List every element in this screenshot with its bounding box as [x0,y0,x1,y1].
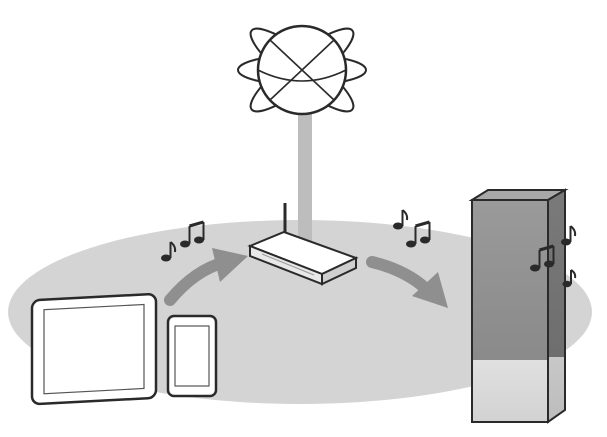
arrow-tablet-to-router [164,248,248,306]
wireless-speaker-icon [468,188,569,424]
tablet-icon [30,292,158,406]
smartphone-icon [166,314,218,398]
music-note-icon [161,209,577,288]
wifi-router-icon [247,203,359,286]
globe-icon [237,24,367,116]
connection-pole [298,112,312,242]
arrow-router-to-speaker [366,256,448,308]
